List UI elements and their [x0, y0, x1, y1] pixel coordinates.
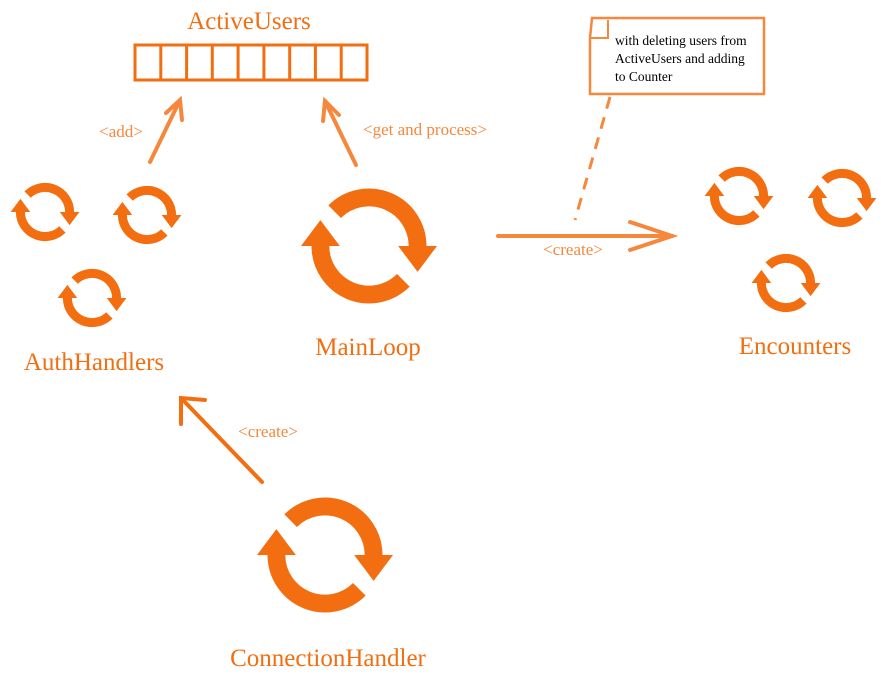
- auth-handlers-label: AuthHandlers: [24, 349, 164, 376]
- active-users-queue-icon: [133, 43, 369, 82]
- auth-handler-cycle-icon: [11, 187, 80, 236]
- create-auth-edge-label: <create>: [238, 422, 298, 441]
- note-line: ActiveUsers and adding: [615, 51, 745, 66]
- encounter-cycle-icon: [752, 258, 821, 307]
- add-edge-label: <add>: [99, 122, 143, 141]
- main-loop-cycle-icon: [301, 197, 437, 294]
- create-auth-arrow-icon: [179, 395, 264, 484]
- auth-handler-cycle-icon: [113, 190, 182, 239]
- get-and-process-arrow-icon: [321, 96, 358, 167]
- auth-handler-cycle-icon: [58, 273, 127, 322]
- main-loop-label: MainLoop: [315, 334, 421, 361]
- encounter-cycle-icon: [808, 173, 877, 222]
- encounter-cycle-icon: [705, 171, 774, 220]
- active-users-label: ActiveUsers: [187, 8, 311, 35]
- get-and-process-edge-label: <get and process>: [363, 120, 487, 139]
- encounters-label: Encounters: [739, 333, 851, 360]
- connection-handler-label: ConnectionHandler: [230, 645, 426, 672]
- note-box: with deleting users from ActiveUsers and…: [588, 16, 766, 96]
- note-line: to Counter: [615, 69, 673, 84]
- note-connector: [573, 96, 612, 221]
- note-line: with deleting users from: [615, 33, 747, 48]
- connection-handler-cycle-icon: [257, 506, 393, 603]
- create-encounters-edge-label: <create>: [543, 240, 603, 259]
- create-encounters-arrow-icon: [496, 220, 679, 252]
- add-arrow-icon: [148, 95, 184, 164]
